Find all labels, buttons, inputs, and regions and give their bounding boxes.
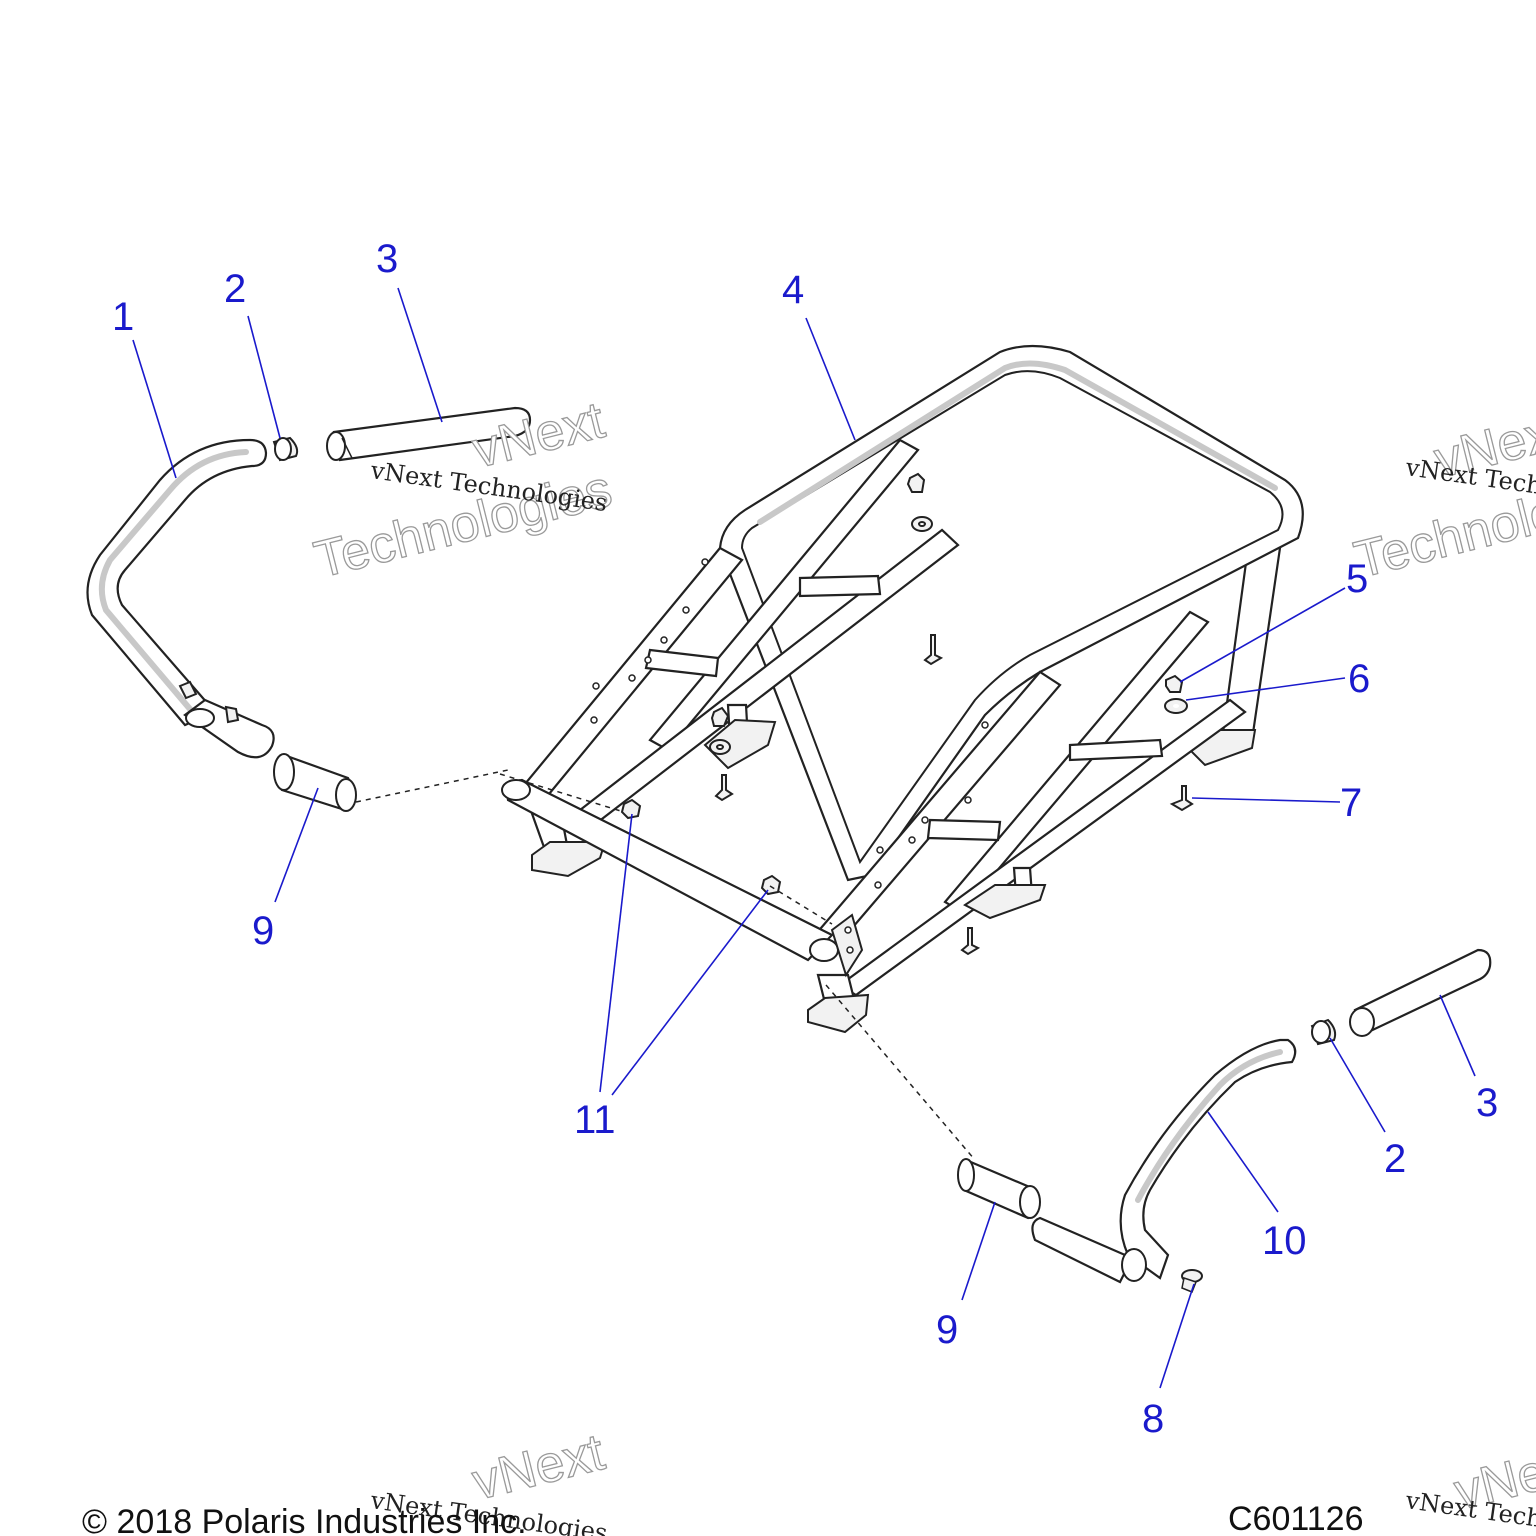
callout-4: 4 — [782, 268, 804, 312]
callout-2-left: 2 — [224, 267, 246, 311]
callout-9-left: 9 — [252, 909, 274, 953]
right-bumper-bar — [1031, 1038, 1297, 1284]
callout-3-left: 3 — [376, 237, 398, 281]
callout-11: 11 — [574, 1098, 616, 1142]
copyright-notice: © 2018 Polaris Industries Inc. — [82, 1503, 527, 1536]
callout-7: 7 — [1340, 781, 1362, 825]
watermark-brand-bottom: vNext — [467, 1423, 611, 1512]
callouts: 1 2 3 4 5 6 7 9 11 9 10 3 2 8 — [112, 237, 1498, 1441]
leader-lines — [132, 287, 1476, 1389]
rack-frame — [501, 344, 1304, 1034]
grip-right — [1349, 948, 1492, 1037]
callout-3-right: 3 — [1476, 1081, 1498, 1125]
callout-10: 10 — [1262, 1219, 1307, 1263]
sleeve-left — [273, 753, 357, 812]
grip-left — [326, 406, 532, 462]
callout-5: 5 — [1346, 557, 1368, 601]
end-cap-right — [1310, 1018, 1337, 1046]
callout-2-right: 2 — [1384, 1137, 1406, 1181]
nuts-11 — [620, 798, 782, 896]
end-cap-left — [272, 436, 299, 462]
hardware-5-6-7 — [1164, 674, 1194, 812]
alignment-lines — [355, 769, 976, 1161]
callout-1: 1 — [112, 295, 134, 339]
callout-8: 8 — [1142, 1397, 1164, 1441]
callout-6: 6 — [1348, 657, 1370, 701]
sleeve-right — [957, 1158, 1041, 1220]
left-bumper-bar — [86, 438, 275, 759]
callout-9-right: 9 — [936, 1308, 958, 1352]
diagram-id: C601126 — [1228, 1500, 1364, 1536]
